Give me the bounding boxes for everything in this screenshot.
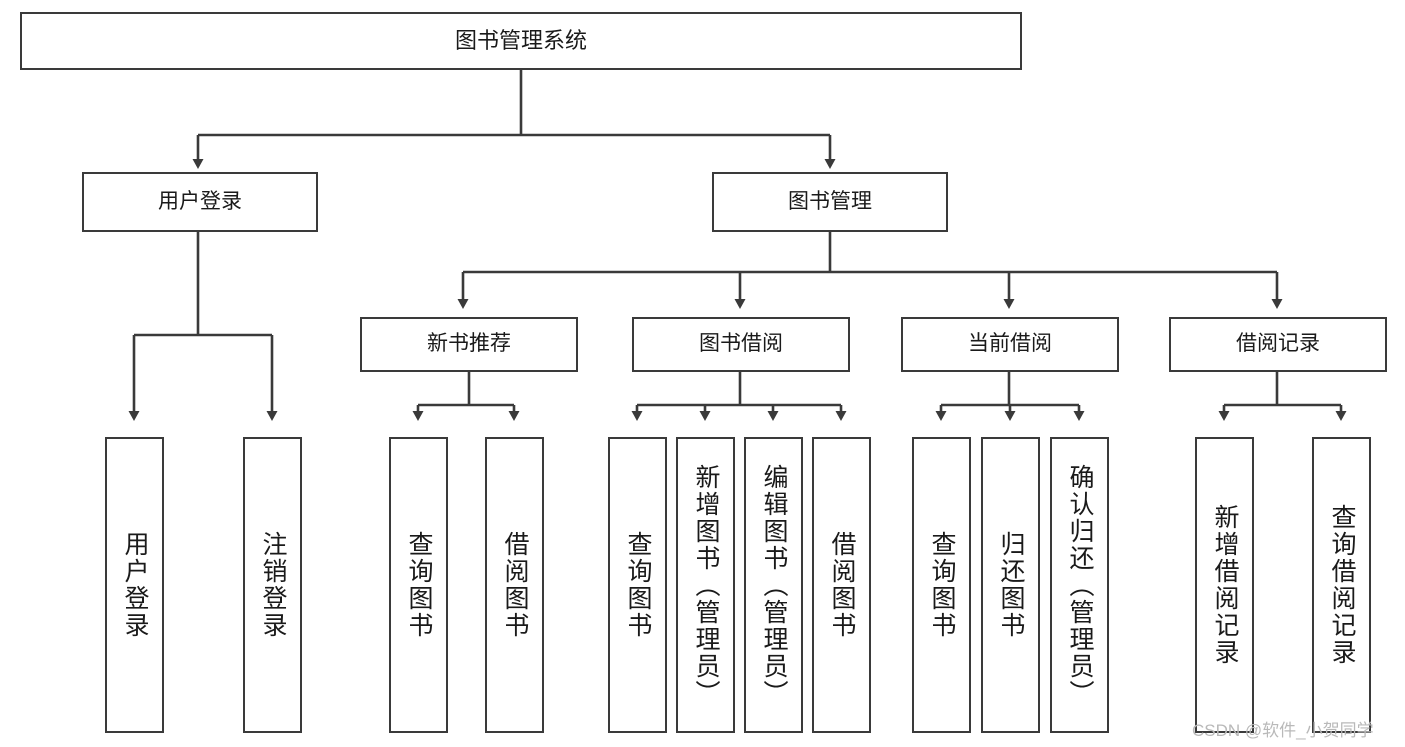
leaf-borrow-book-new-book[interactable]: 借阅图书 bbox=[485, 437, 544, 733]
node-user-login[interactable]: 用户登录 bbox=[82, 172, 318, 232]
leaf-query-book-current[interactable]: 查询图书 bbox=[912, 437, 971, 733]
node-label: 新增图书（管理员） bbox=[692, 463, 720, 707]
node-book-management[interactable]: 图书管理 bbox=[712, 172, 948, 232]
node-label: 新书推荐 bbox=[427, 332, 511, 356]
node-label: 用户登录 bbox=[121, 531, 149, 639]
node-current-borrowing[interactable]: 当前借阅 bbox=[901, 317, 1119, 372]
node-label: 查询借阅记录 bbox=[1328, 504, 1356, 666]
node-borrowing-records[interactable]: 借阅记录 bbox=[1169, 317, 1387, 372]
node-label: 新增借阅记录 bbox=[1211, 504, 1239, 666]
node-label: 图书管理 bbox=[788, 189, 872, 213]
csdn-watermark: CSDN @软件_小贺同学 bbox=[1192, 721, 1374, 740]
node-label: 图书借阅 bbox=[699, 332, 783, 356]
node-label: 查询图书 bbox=[405, 531, 433, 639]
node-book-management-system[interactable]: 图书管理系统 bbox=[20, 12, 1022, 70]
node-label: 查询图书 bbox=[928, 531, 956, 639]
leaf-return-book[interactable]: 归还图书 bbox=[981, 437, 1040, 733]
leaf-borrow-book-borrowing[interactable]: 借阅图书 bbox=[812, 437, 871, 733]
node-label: 借阅记录 bbox=[1236, 332, 1320, 356]
leaf-query-borrowing-record[interactable]: 查询借阅记录 bbox=[1312, 437, 1371, 733]
node-label: 借阅图书 bbox=[828, 531, 856, 639]
leaf-query-book-borrowing[interactable]: 查询图书 bbox=[608, 437, 667, 733]
node-label: 当前借阅 bbox=[968, 332, 1052, 356]
node-label: 确认归还（管理员） bbox=[1066, 463, 1094, 707]
node-label: 图书管理系统 bbox=[454, 28, 587, 54]
node-label: 借阅图书 bbox=[501, 531, 529, 639]
leaf-confirm-return-admin[interactable]: 确认归还（管理员） bbox=[1050, 437, 1109, 733]
leaf-add-borrowing-record[interactable]: 新增借阅记录 bbox=[1195, 437, 1254, 733]
node-label: 归还图书 bbox=[997, 531, 1025, 639]
node-label: 编辑图书（管理员） bbox=[760, 463, 788, 707]
leaf-edit-book-admin[interactable]: 编辑图书（管理员） bbox=[744, 437, 803, 733]
leaf-add-book-admin[interactable]: 新增图书（管理员） bbox=[676, 437, 735, 733]
node-book-borrowing[interactable]: 图书借阅 bbox=[632, 317, 850, 372]
leaf-logout[interactable]: 注销登录 bbox=[243, 437, 302, 733]
node-label: 用户登录 bbox=[158, 189, 242, 213]
node-new-book-recommendation[interactable]: 新书推荐 bbox=[360, 317, 578, 372]
leaf-user-login[interactable]: 用户登录 bbox=[105, 437, 164, 733]
leaf-query-book-new-book[interactable]: 查询图书 bbox=[389, 437, 448, 733]
node-label: 注销登录 bbox=[259, 531, 287, 639]
node-label: 查询图书 bbox=[624, 531, 652, 639]
